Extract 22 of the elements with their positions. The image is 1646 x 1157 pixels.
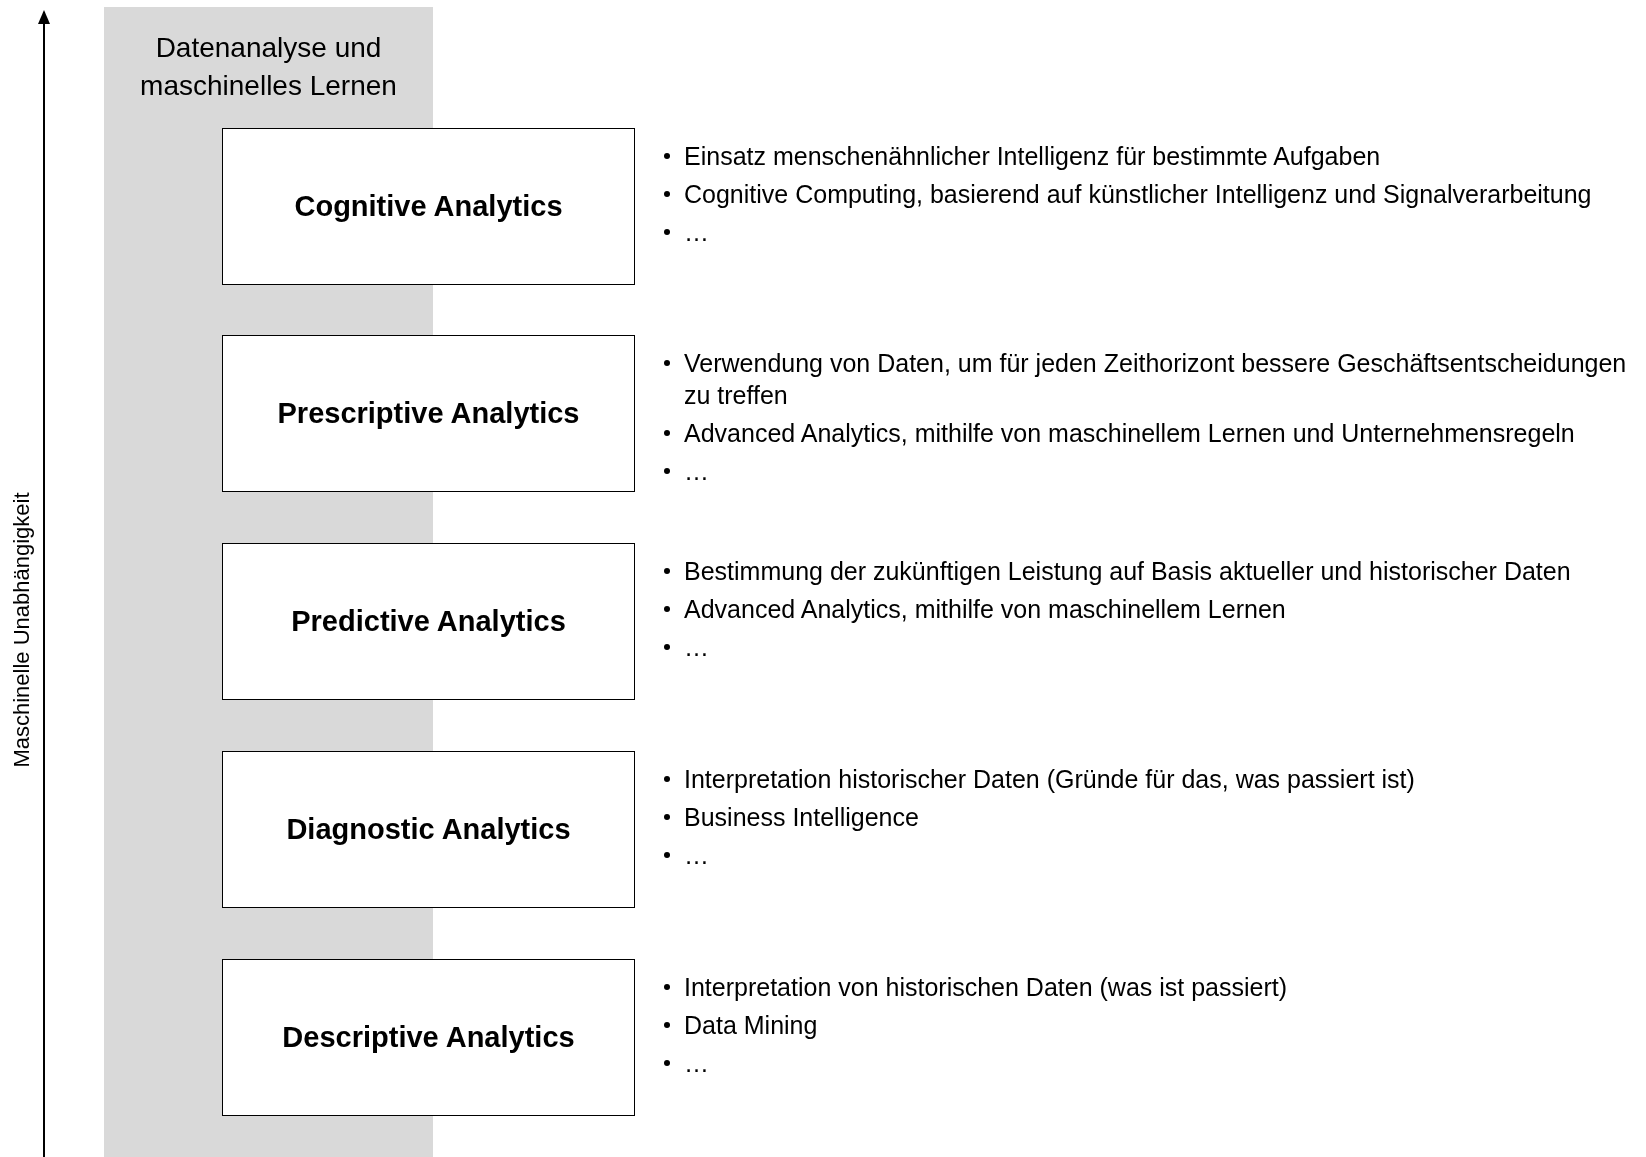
category-box: Diagnostic Analytics [222, 751, 635, 908]
category-box: Descriptive Analytics [222, 959, 635, 1116]
bullet-text: … [684, 840, 710, 871]
bullet-text: … [684, 1048, 710, 1079]
bullet-text: … [684, 632, 710, 663]
bullet-text: Interpretation historischer Daten (Gründe für das, was passiert ist) [684, 764, 1416, 795]
axis-label: Maschinelle Unabhängigkeit [9, 492, 35, 768]
bullet-text: Verwendung von Daten, um für jeden Zeithorizont bessere Geschäftsentscheidungen zu treffen [684, 348, 1628, 411]
bullet-text: … [684, 456, 710, 487]
bullet-text: Cognitive Computing, basierend auf künstlicher Intelligenz und Signalverarbeitung [684, 179, 1593, 210]
bullet-text: Advanced Analytics, mithilfe von maschinellem Lernen [684, 594, 1287, 625]
bullet-text: Bestimmung der zukünftigen Leistung auf Basis aktueller und historischer Daten [684, 556, 1572, 587]
bullet-text: Einsatz menschenähnlicher Intelligenz für bestimmte Aufgaben [684, 141, 1382, 172]
bullet-text: … [684, 217, 710, 248]
group-title: Datenanalyse und maschinelles Lernen [139, 31, 398, 103]
bullet-text: Business Intelligence [684, 802, 920, 833]
category-box: Prescriptive Analytics [222, 335, 635, 492]
category-box: Predictive Analytics [222, 543, 635, 700]
bullet-text: Interpretation von historischen Daten (was ist passiert) [684, 972, 1289, 1003]
category-box: Cognitive Analytics [222, 128, 635, 285]
bullet-text: Data Mining [684, 1010, 819, 1041]
bullet-text: Advanced Analytics, mithilfe von maschinellem Lernen und Unternehmensregeln [684, 418, 1576, 449]
